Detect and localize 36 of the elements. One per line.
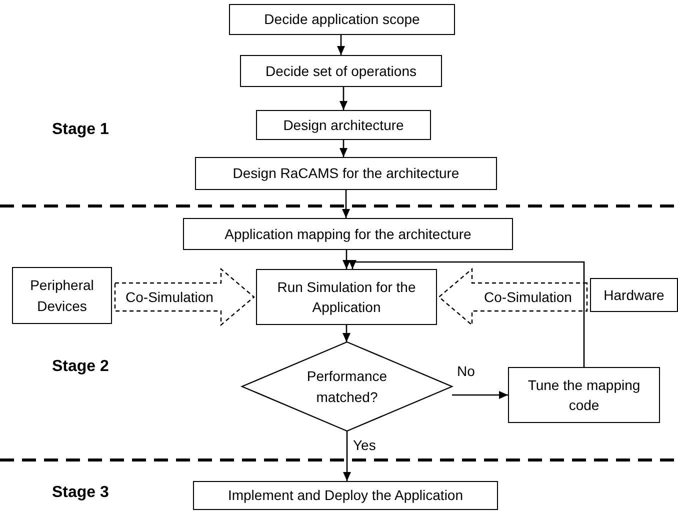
arrow bbox=[340, 140, 348, 157]
process-box bbox=[183, 218, 513, 250]
block-arrow bbox=[438, 268, 588, 326]
arrow bbox=[348, 260, 585, 367]
node-text: Implement and Deploy the Application bbox=[228, 486, 464, 506]
arrow bbox=[452, 391, 508, 399]
node-text: Application mapping for the architecture bbox=[224, 224, 472, 244]
process-box bbox=[508, 367, 660, 423]
node-text: Decide set of operations bbox=[266, 62, 416, 81]
block-arrow bbox=[114, 268, 255, 326]
process-box bbox=[229, 4, 455, 35]
arrow bbox=[340, 87, 348, 110]
node-text: Performance matched? bbox=[306, 367, 388, 406]
process-box bbox=[590, 278, 678, 312]
edge-label: No bbox=[456, 364, 476, 378]
edge-label: Co-Simulation bbox=[484, 290, 572, 304]
arrow bbox=[342, 250, 350, 269]
node-text: Hardware bbox=[604, 286, 664, 305]
arrow bbox=[342, 190, 350, 218]
process-box bbox=[256, 269, 437, 325]
node-text: Decide application scope bbox=[264, 10, 420, 30]
process-box bbox=[195, 157, 497, 190]
node-text: Peripheral Devices bbox=[29, 276, 95, 316]
node-text: Design architecture bbox=[283, 116, 404, 135]
process-box bbox=[256, 110, 431, 140]
process-box bbox=[193, 481, 498, 510]
node-text: Design RaCAMS for the architecture bbox=[232, 164, 460, 184]
process-box bbox=[240, 55, 442, 87]
edge-label: Yes bbox=[352, 438, 377, 452]
arrow bbox=[342, 325, 350, 342]
edge-label: Co-Simulation bbox=[126, 290, 214, 304]
arrow bbox=[343, 431, 351, 481]
node-text: Tune the mapping code bbox=[526, 376, 642, 415]
arrow bbox=[337, 35, 345, 55]
node-text: Run Simulation for the Application bbox=[276, 278, 417, 317]
process-box bbox=[12, 267, 112, 324]
